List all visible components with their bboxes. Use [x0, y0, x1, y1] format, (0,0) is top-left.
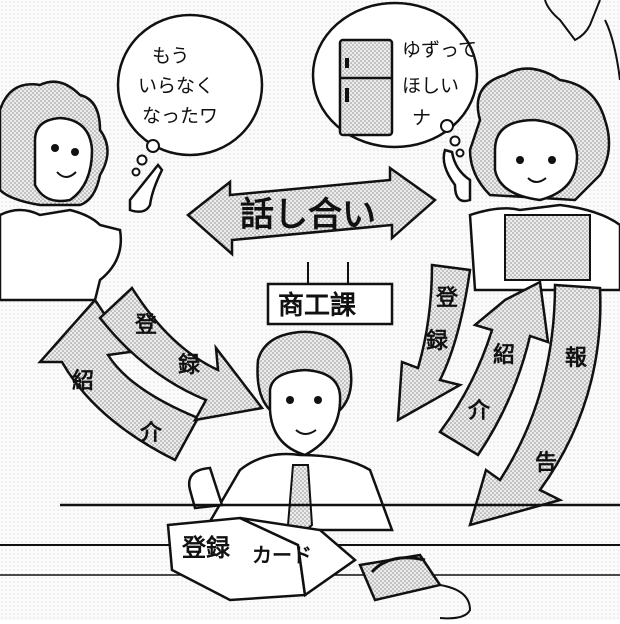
- discussion-label: 話し合い: [240, 195, 376, 235]
- right-bubble-line-3: ナ: [412, 107, 431, 129]
- thought-dot: [441, 120, 453, 132]
- left-woman-eye: [51, 144, 59, 152]
- left-woman-eye: [71, 148, 79, 156]
- thought-dot: [138, 156, 147, 165]
- left-register-char-2: 録: [178, 352, 201, 378]
- right-woman-apron: [505, 215, 590, 280]
- left-bubble-line-2: いらなく: [138, 75, 214, 97]
- left-bubble-line-1: もう: [152, 45, 189, 67]
- clerk-eye: [286, 396, 294, 404]
- right-woman-face: [495, 120, 577, 200]
- left-register-char-1: 登: [134, 313, 158, 338]
- thought-dot: [133, 169, 140, 176]
- book-left-label: 登録: [181, 534, 231, 562]
- right-register-char-2: 録: [426, 328, 449, 354]
- book-right-label: カード: [252, 543, 312, 567]
- left-introduce-char-1: 紹: [72, 368, 94, 394]
- clerk-eye: [314, 396, 322, 404]
- right-report-char-1: 報: [565, 345, 588, 371]
- refrigerator-icon: [340, 40, 392, 135]
- office-sign-label: 商工課: [278, 290, 357, 321]
- left-introduce-char-2: 介: [139, 420, 163, 446]
- right-introduce-char-1: 紹: [493, 342, 515, 368]
- right-introduce-char-2: 介: [467, 398, 491, 424]
- thought-dot: [451, 137, 460, 146]
- right-woman-eye: [516, 156, 524, 164]
- right-woman-eye: [548, 156, 556, 164]
- thought-dot: [147, 140, 159, 152]
- left-bubble-line-3: なったワ: [142, 105, 218, 127]
- thought-dot: [457, 150, 464, 157]
- right-report-char-2: 告: [535, 451, 557, 476]
- right-bubble-line-2: ほしい: [402, 75, 459, 97]
- right-register-char-1: 登: [435, 286, 459, 311]
- right-bubble-line-1: ゆずって: [402, 39, 477, 61]
